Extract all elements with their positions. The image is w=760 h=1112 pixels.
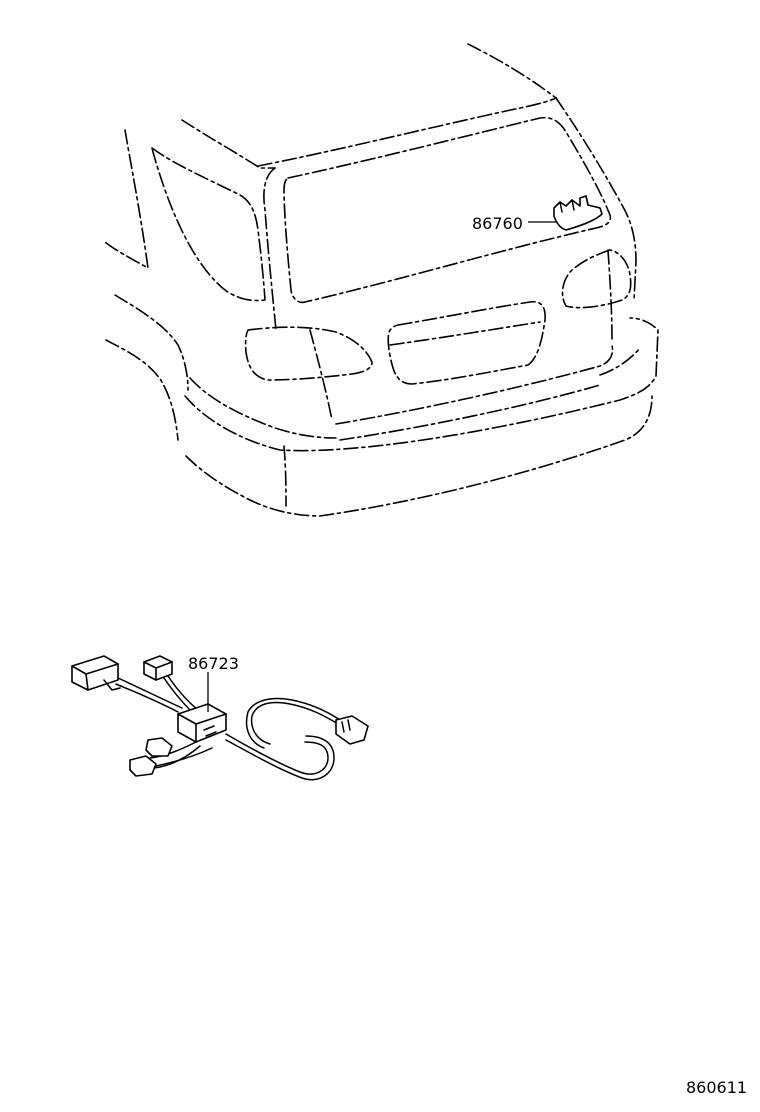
high-mount-stop-lamp	[553, 195, 603, 231]
stop-lamp-part-number: 86760	[472, 214, 523, 233]
illustration-code: 860611	[686, 1078, 747, 1097]
vehicle-rear-outline	[104, 43, 659, 517]
wire-harness	[71, 655, 369, 781]
wire-harness-part-number: 86723	[188, 654, 239, 673]
